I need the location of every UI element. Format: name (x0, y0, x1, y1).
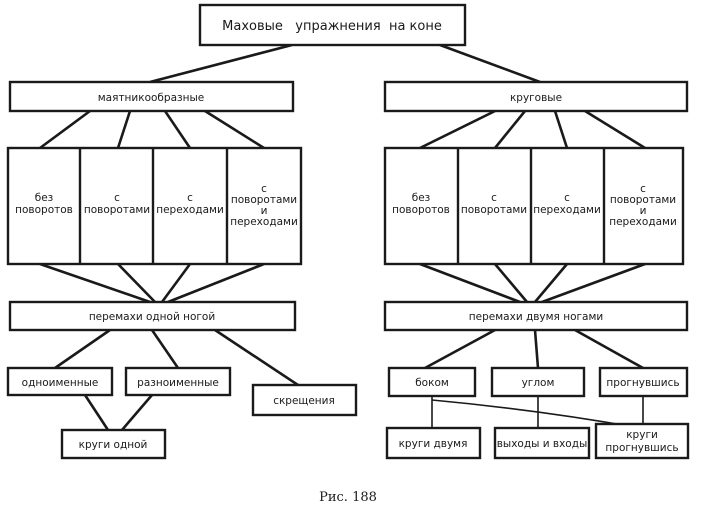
connectors (39, 43, 646, 431)
opposite-name-label: разноименные (137, 377, 219, 389)
opposite-name-box (124, 366, 232, 397)
angle-label: углом (522, 377, 555, 389)
right-kinds-box (383, 146, 685, 266)
right-swings-box (383, 300, 689, 332)
side-label: боком (415, 377, 449, 389)
left-swings-box (8, 300, 297, 332)
arched-label: прогнувшись (606, 377, 679, 389)
right-swings-label: перемахи двумя ногами (469, 311, 603, 323)
exits-entries-box (493, 426, 591, 460)
circles-arched-box (594, 422, 690, 460)
circles-two-label: круги двумя (399, 438, 468, 450)
right-header-box (383, 80, 689, 113)
right-header-label: круговые (510, 92, 562, 104)
cross-box (251, 383, 358, 417)
same-name-box (6, 366, 114, 397)
diagram-title: Маховые упражнения на коне (222, 19, 442, 34)
same-name-label: одноименные (22, 377, 99, 389)
left-header-label: маятникообразные (98, 92, 204, 104)
boxes (6, 3, 690, 460)
angle-box (490, 366, 586, 398)
left-swings-label: перемахи одной ногой (89, 311, 215, 323)
circles-one-box (60, 428, 167, 460)
side-box (387, 366, 477, 398)
title-box (198, 3, 467, 47)
circles-one-label: круги одной (79, 439, 148, 451)
labels: Маховые упражнения на коне маятникообраз… (15, 19, 679, 505)
exits-entries-label: выходы и входы (497, 438, 588, 450)
figure-caption: Рис. 188 (319, 490, 377, 505)
circles-two-box (385, 426, 482, 460)
left-kinds-box (6, 146, 303, 266)
cross-label: скрещения (273, 395, 335, 407)
arched-box (598, 366, 689, 398)
left-header-box (8, 80, 295, 113)
